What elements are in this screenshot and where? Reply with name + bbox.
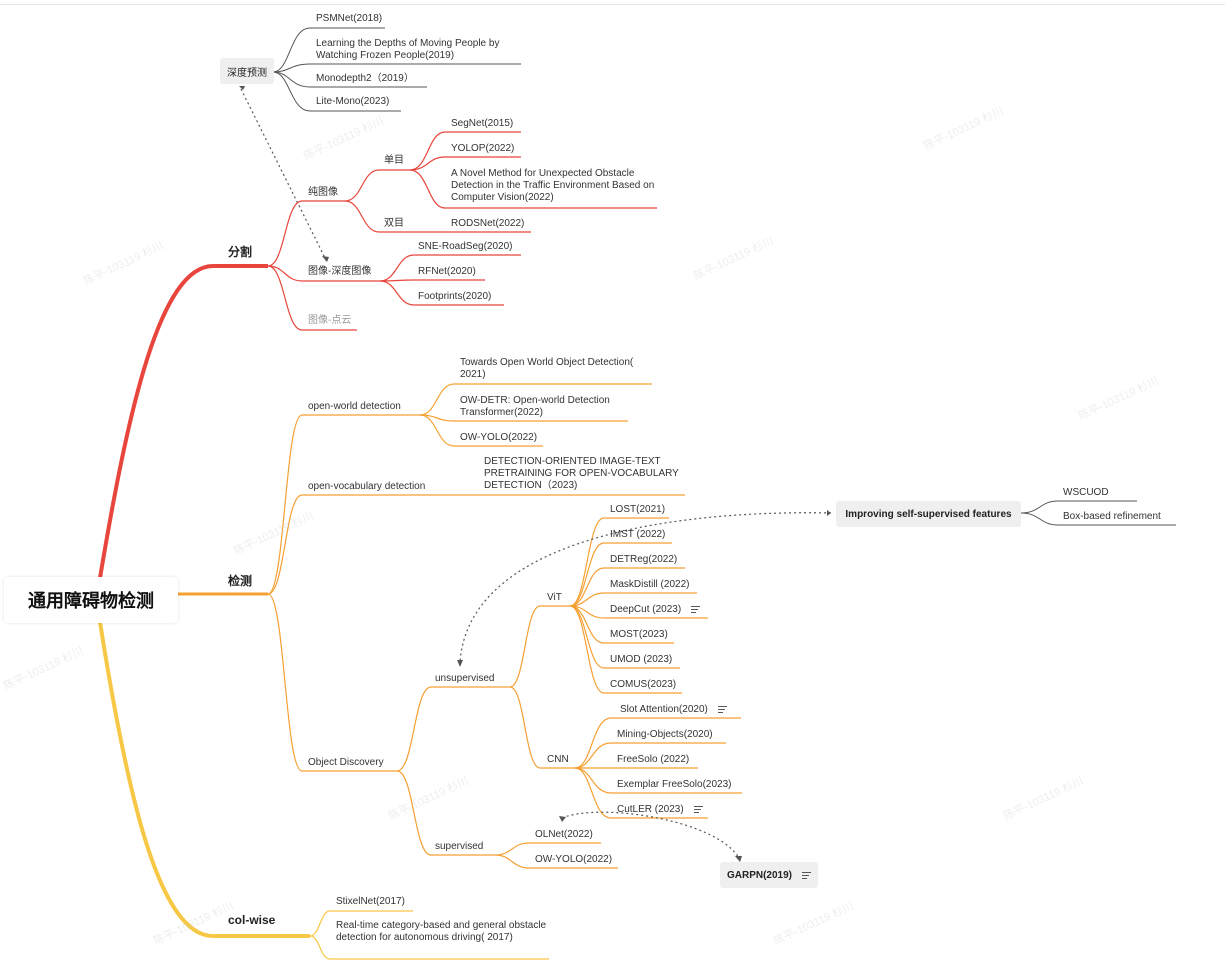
object-discovery-node[interactable]: Object Discovery bbox=[308, 757, 384, 768]
vit-item[interactable]: LOST(2021) bbox=[610, 504, 666, 515]
cnn-item[interactable]: CutLER (2023) bbox=[617, 804, 703, 816]
depth-item[interactable]: Monodepth2（2019） bbox=[316, 73, 414, 84]
seg-item[interactable]: Footprints(2020) bbox=[418, 291, 492, 302]
det-lines bbox=[267, 383, 742, 869]
depth-item[interactable]: PSMNet(2018) bbox=[316, 13, 383, 24]
open-world-node[interactable]: open-world detection bbox=[308, 401, 401, 412]
colwise-lines bbox=[309, 910, 549, 960]
depth-item[interactable]: Lite-Mono(2023) bbox=[316, 96, 390, 107]
depth-node[interactable]: 深度预测 bbox=[220, 58, 274, 84]
seg-item[interactable]: RODSNet(2022) bbox=[451, 218, 525, 229]
supervised-node[interactable]: supervised bbox=[435, 841, 484, 852]
seg-node[interactable]: 分割 bbox=[228, 245, 253, 259]
det-item[interactable]: DETECTION-ORIENTED IMAGE-TEXT PRETRAININ… bbox=[484, 456, 679, 491]
colwise-node[interactable]: col-wise bbox=[228, 913, 276, 927]
colwise-item[interactable]: Real-time category-based and general obs… bbox=[336, 920, 547, 943]
vit-node[interactable]: ViT bbox=[547, 592, 562, 603]
cnn-item-label: CutLER (2023) bbox=[617, 804, 684, 815]
vit-item[interactable]: UMOD (2023) bbox=[610, 654, 673, 665]
root-node[interactable]: 通用障碍物检测 bbox=[4, 577, 178, 623]
det-item[interactable]: OW-YOLO(2022) bbox=[460, 432, 538, 443]
seg-item[interactable]: A Novel Method for Unexpected Obstacle D… bbox=[451, 168, 655, 203]
unsupervised-node[interactable]: unsupervised bbox=[435, 673, 495, 684]
branch-line-seg bbox=[98, 264, 268, 579]
colwise-item[interactable]: StixelNet(2017) bbox=[336, 896, 405, 907]
det-item[interactable]: Towards Open World Object Detection( 202… bbox=[460, 357, 634, 380]
seg-item[interactable]: SegNet(2015) bbox=[451, 118, 514, 129]
vit-item[interactable]: IMST (2022) bbox=[610, 529, 666, 540]
cnn-node[interactable]: CNN bbox=[547, 754, 569, 765]
supervised-item[interactable]: OW-YOLO(2022) bbox=[535, 854, 613, 865]
improving-self-supervised-node[interactable]: Improving self-supervised features bbox=[836, 501, 1021, 527]
seg-item[interactable]: YOLOP(2022) bbox=[451, 143, 515, 154]
mono-node[interactable]: 单目 bbox=[384, 155, 404, 166]
seg-item[interactable]: SNE-RoadSeg(2020) bbox=[418, 241, 513, 252]
note-icon[interactable] bbox=[802, 871, 812, 879]
vit-item[interactable]: DeepCut (2023) bbox=[610, 604, 701, 616]
det-item[interactable]: OW-DETR: Open-world Detection Transforme… bbox=[460, 395, 610, 418]
top-divider bbox=[0, 4, 1225, 5]
cnn-item-label: Slot Attention(2020) bbox=[620, 704, 708, 715]
vit-item[interactable]: MOST(2023) bbox=[610, 629, 668, 640]
note-icon[interactable] bbox=[717, 705, 727, 713]
pure-image-node[interactable]: 纯图像 bbox=[308, 187, 338, 198]
cnn-item[interactable]: Exemplar FreeSolo(2023) bbox=[617, 779, 732, 790]
improve-lines bbox=[1020, 500, 1176, 526]
image-depth-node[interactable]: 图像-深度图像 bbox=[308, 266, 372, 277]
vit-item-label: DeepCut (2023) bbox=[610, 604, 682, 615]
supervised-item[interactable]: OLNet(2022) bbox=[535, 829, 593, 840]
vit-item[interactable]: MaskDistill (2022) bbox=[610, 579, 690, 590]
note-icon[interactable] bbox=[693, 805, 703, 813]
depth-item[interactable]: Learning the Depths of Moving People by … bbox=[316, 38, 500, 61]
depth-lines bbox=[272, 27, 521, 112]
cnn-item[interactable]: Mining-Objects(2020) bbox=[617, 729, 713, 740]
note-icon[interactable] bbox=[691, 605, 701, 613]
garpn-node[interactable]: GARPN(2019) bbox=[720, 862, 818, 888]
seg-item[interactable]: RFNet(2020) bbox=[418, 266, 476, 277]
vit-item[interactable]: COMUS(2023) bbox=[610, 679, 677, 690]
improve-item[interactable]: WSCUOD bbox=[1063, 487, 1109, 498]
det-node[interactable]: 检测 bbox=[228, 574, 253, 588]
depth-link-dotted bbox=[240, 88, 328, 263]
cnn-item[interactable]: Slot Attention(2020) bbox=[620, 704, 727, 716]
branch-line-colwise bbox=[98, 621, 310, 938]
seg-lines bbox=[267, 131, 657, 331]
image-pointcloud-node[interactable]: 图像-点云 bbox=[308, 315, 352, 326]
open-vocab-node[interactable]: open-vocabulary detection bbox=[308, 481, 426, 492]
improve-item[interactable]: Box-based refinement bbox=[1063, 511, 1161, 522]
cnn-item[interactable]: FreeSolo (2022) bbox=[617, 754, 690, 765]
vit-item[interactable]: DETReg(2022) bbox=[610, 554, 678, 565]
garpn-label: GARPN(2019) bbox=[726, 869, 793, 881]
garpn-link-dotted bbox=[561, 811, 741, 861]
stereo-node[interactable]: 双目 bbox=[384, 218, 404, 229]
